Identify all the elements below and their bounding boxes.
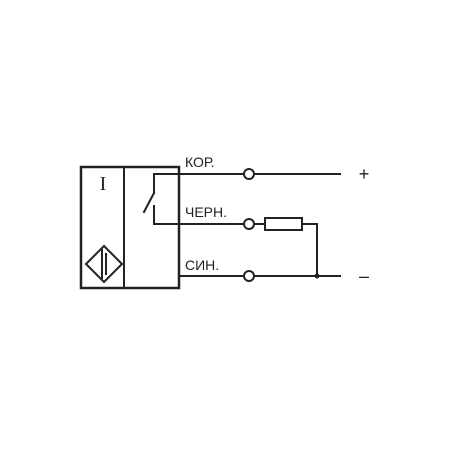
wire-label-brown: КОР. <box>185 154 214 170</box>
wire-label-blue: СИН. <box>185 257 219 273</box>
terminal-black <box>243 218 255 230</box>
sensor-function-symbol: I <box>100 173 107 195</box>
inductive-sensor-icon <box>84 244 124 284</box>
minus-sign: – <box>359 266 369 286</box>
terminal-brown <box>243 168 255 180</box>
sensor-body <box>79 165 181 290</box>
junction-dot <box>314 273 320 279</box>
wire-label-black: ЧЕРН. <box>185 204 227 220</box>
plus-sign: + <box>359 164 370 184</box>
switch-contact-icon <box>142 173 179 225</box>
terminal-blue <box>243 270 255 282</box>
load-resistor <box>264 217 303 231</box>
